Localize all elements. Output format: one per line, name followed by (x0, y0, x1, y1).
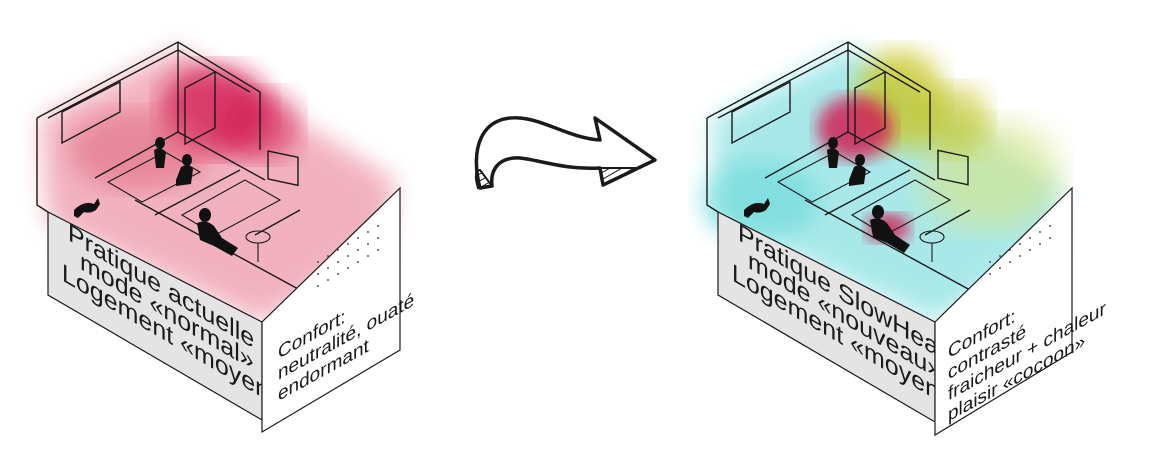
left-room-illustration: Pratique actuelle mode «normal» Logement… (36, 41, 414, 434)
right-people-icon (827, 137, 910, 253)
curved-right-arrow-icon (474, 116, 657, 190)
right-room-outline (706, 41, 971, 291)
left-people-icon (154, 137, 238, 256)
right-cat-icon (744, 198, 770, 218)
right-room-illustration: Pratique SlowHeat mode «nouveau» Logemen… (700, 41, 1106, 437)
left-cat-icon (74, 198, 100, 218)
